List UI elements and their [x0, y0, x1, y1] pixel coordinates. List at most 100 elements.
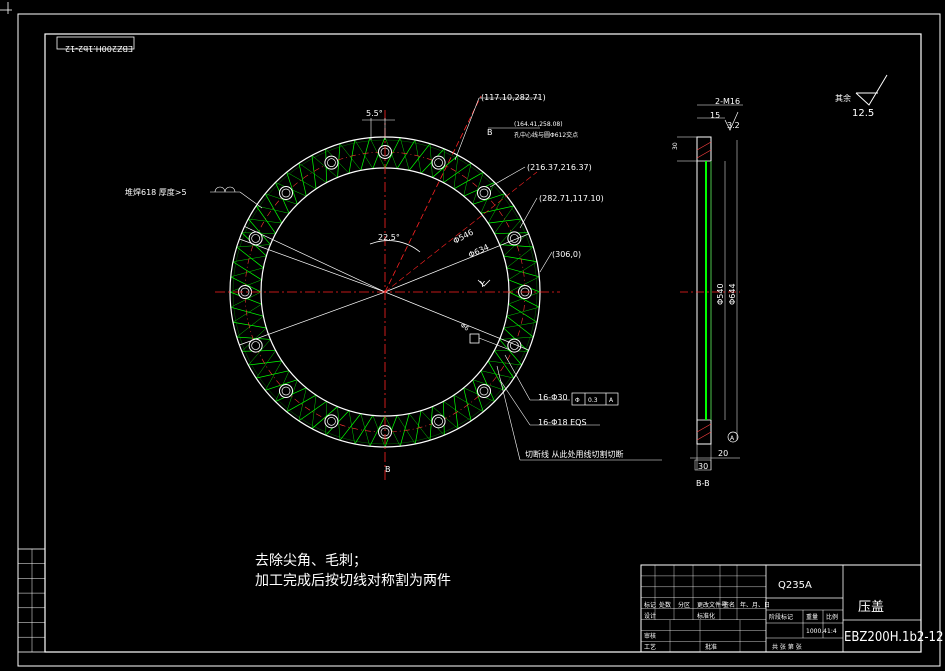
ring-view: 22.5° Φ546 Φ634 Y Φ6 5.5° (117.10,282.71…	[125, 93, 662, 480]
hatch-line	[408, 413, 431, 441]
hatch-line	[354, 415, 374, 445]
count-label: 处数	[659, 601, 671, 609]
hatch-line	[506, 315, 534, 338]
hatch-line	[453, 394, 484, 413]
angle-center: 22.5°	[378, 233, 400, 242]
hatch-line	[248, 218, 271, 245]
designer-label: 设计	[644, 612, 656, 620]
hatch-line	[488, 218, 522, 224]
hatch-line	[236, 246, 264, 269]
section-view: 2-M16 15 3.2 30 Φ540 Φ644 A 20 30 B-B	[672, 97, 743, 488]
hatch-line	[508, 261, 538, 281]
standard-label: 标准化	[697, 612, 715, 620]
drawing-no: EBZ200H.1b2-12	[844, 630, 943, 645]
label-b-top: B	[487, 128, 493, 137]
hatch-line	[503, 255, 538, 263]
bolt-hole-inner	[434, 416, 443, 426]
hatch-line	[506, 267, 540, 278]
hatch-line	[488, 360, 522, 366]
coord-1: (117.10,282.71)	[481, 93, 546, 102]
bolt-hole	[431, 155, 446, 170]
sec-15: 15	[710, 111, 720, 120]
hatch-line	[248, 339, 271, 366]
holes-tol-val: 0.3	[588, 397, 598, 404]
weight-value: 1000.4	[806, 628, 827, 635]
holes-note2: 16-Φ18 EQS	[538, 418, 587, 427]
hatch-line	[472, 379, 484, 412]
note-line-2: 加工完成后按切线对称割为两件	[255, 573, 451, 589]
bolt-hole	[431, 414, 446, 429]
bolt-hole	[324, 414, 339, 429]
hatch-line	[399, 137, 410, 171]
change-label: 更改文件号	[697, 601, 727, 609]
hatch-line	[298, 162, 327, 183]
approve-label: 批准	[705, 643, 717, 651]
bolt-hole	[279, 186, 294, 201]
hatch-line	[463, 163, 472, 197]
hatch-line	[354, 139, 374, 169]
bolt-hole	[507, 231, 522, 246]
cut-note: 切断线 从此处用线切割切断	[525, 449, 624, 459]
bolt-hole	[507, 338, 522, 353]
hatch-line	[369, 415, 386, 447]
bolt-hole-inner	[434, 158, 443, 168]
hatch-line	[443, 401, 472, 422]
hatch-line	[499, 244, 534, 248]
hatch-line	[236, 244, 271, 248]
holes-note1: 16-Φ30	[538, 393, 568, 402]
bolt-hole-inner	[479, 188, 489, 198]
hatch-line	[311, 155, 317, 189]
date-label: 年、月、日	[740, 601, 770, 609]
hatch-line	[453, 155, 459, 189]
hatch-line	[414, 139, 422, 174]
sec-540: Φ540	[716, 283, 725, 305]
bolt-hole-inner	[251, 234, 261, 243]
hatch-line	[499, 339, 522, 366]
coord-2-line1: (164.41,258.08)	[514, 121, 563, 128]
bolt-hole	[476, 186, 491, 201]
hatch-line	[508, 303, 538, 323]
hatch-line	[472, 193, 505, 205]
hatch-line	[256, 370, 290, 379]
hatch-line	[453, 171, 484, 190]
holes-tol-ref: A	[609, 397, 614, 404]
hatch-line	[499, 336, 534, 340]
radial-lines	[239, 226, 529, 351]
angle-top: 5.5°	[366, 109, 383, 118]
roughness-value: 12.5	[852, 108, 874, 119]
dia-634: Φ634	[467, 243, 490, 260]
hatch-line	[248, 218, 282, 224]
hatch-line	[337, 143, 341, 178]
hatch-line	[480, 370, 514, 379]
stage-label: 阶段标记	[769, 613, 793, 621]
hatch-line	[508, 276, 540, 293]
hatch-line	[463, 387, 472, 421]
note-line-1: 去除尖角、毛刺；	[255, 553, 367, 569]
coord-2-line2: 孔中心线与圆Φ612交点	[514, 131, 578, 139]
hatch-line	[506, 246, 534, 269]
sec-30: 30	[672, 142, 679, 150]
hatch-line	[232, 321, 267, 329]
drawing-frame	[44, 33, 922, 653]
hatch-line	[230, 267, 264, 278]
sec-32: 3.2	[727, 121, 740, 130]
bolt-hole-inner	[479, 386, 489, 396]
roughness-symbol: 12.5 其余	[835, 74, 888, 119]
mark-label: 标记	[644, 601, 656, 609]
hatch-line	[337, 406, 341, 441]
ring-hatch	[229, 136, 541, 448]
hatch-line	[348, 410, 356, 445]
hatch-line	[432, 406, 459, 429]
bolt-hole	[279, 383, 294, 398]
bolt-hole	[476, 383, 491, 398]
hatch-line	[508, 291, 540, 308]
bolt-hole	[324, 155, 339, 170]
bolt-holes	[238, 145, 532, 439]
hatch-line	[472, 379, 505, 391]
sec-bottom-20: 20	[718, 449, 728, 458]
scale-label: 比例	[826, 613, 838, 621]
hatch-line	[265, 193, 298, 205]
hatch-line	[232, 261, 262, 281]
coord-4: (282.71,117.10)	[539, 194, 604, 203]
radial-line	[239, 291, 386, 346]
